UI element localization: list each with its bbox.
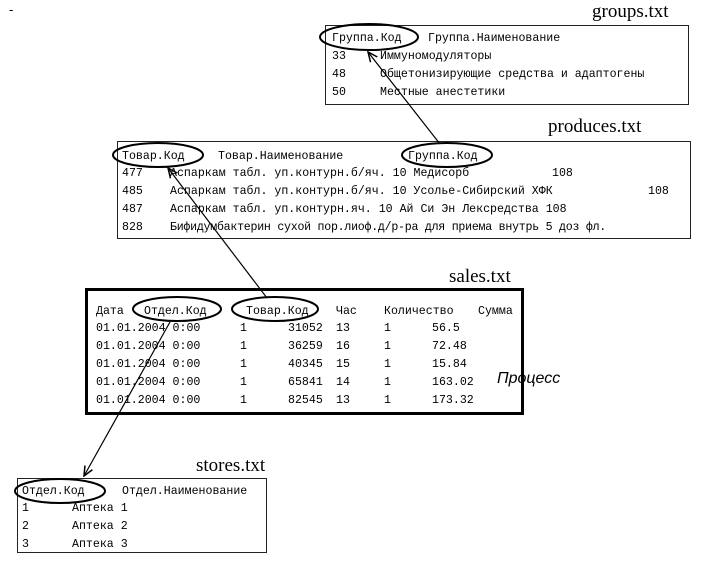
sales-cell-sum: 15.84 [432, 358, 467, 371]
stores-cell-code: 2 [22, 520, 29, 533]
sales-cell-hour: 16 [336, 340, 350, 353]
sales-cell-hour: 14 [336, 376, 350, 389]
sales-cell-date: 01.01.2004 0:00 [96, 394, 201, 407]
groups-cell-code: 50 [332, 86, 346, 99]
sales-cell-qty: 1 [384, 322, 391, 335]
sales-cell-date: 01.01.2004 0:00 [96, 322, 201, 335]
sales-table: Дата Отдел.Код Товар.Код Час Количество … [85, 288, 524, 415]
produces-cell-code: 485 [122, 185, 143, 198]
produces-header-code: Товар.Код [122, 150, 185, 163]
groups-header-name: Группа.Наименование [428, 32, 561, 45]
stores-title: stores.txt [196, 455, 266, 476]
produces-cell-code: 828 [122, 221, 143, 234]
sales-header-qty: Количество [384, 305, 454, 318]
produces-title: produces.txt [548, 116, 642, 137]
produces-cell-code: 487 [122, 203, 143, 216]
sales-cell-sum: 56.5 [432, 322, 460, 335]
groups-header-code: Группа.Код [332, 32, 402, 45]
groups-table: Группа.Код Группа.Наименование 33 Иммуно… [325, 25, 689, 105]
sales-cell-store: 1 [240, 394, 247, 407]
produces-cell-code: 477 [122, 167, 143, 180]
stores-header-code: Отдел.Код [22, 485, 85, 498]
sales-cell-sum: 173.32 [432, 394, 474, 407]
sales-title: sales.txt [449, 266, 511, 287]
stores-table: Отдел.Код Отдел.Наименование 1 Аптека 1 … [17, 478, 267, 553]
sales-cell-store: 1 [240, 340, 247, 353]
sales-cell-product: 40345 [288, 358, 323, 371]
produces-cell-name: Бифидумбактерин сухой пор.лиоф.д/р-ра дл… [170, 221, 606, 234]
produces-cell-name: Аспаркам табл. уп.контурн.яч. 10 Ай Си Э… [170, 203, 567, 216]
stores-header-name: Отдел.Наименование [122, 485, 248, 498]
groups-cell-name: Общетонизирующие средства и адаптогены [380, 68, 645, 81]
sales-cell-store: 1 [240, 322, 247, 335]
stores-cell-code: 3 [22, 538, 29, 551]
sales-cell-product: 31052 [288, 322, 323, 335]
sales-header-product: Товар.Код [246, 305, 309, 318]
sales-header-date: Дата [96, 305, 124, 318]
stores-cell-code: 1 [22, 502, 29, 515]
produces-table: Товар.Код Товар.Наименование Группа.Код … [117, 141, 691, 239]
sales-cell-sum: 163.02 [432, 376, 474, 389]
produces-cell-group: 108 [552, 167, 573, 180]
sales-cell-qty: 1 [384, 376, 391, 389]
sales-cell-product: 65841 [288, 376, 323, 389]
stores-cell-name: Аптека 1 [72, 502, 128, 515]
produces-cell-group: 108 [648, 185, 669, 198]
produces-cell-name: Аспаркам табл. уп.контурн.б/яч. 10 Медис… [170, 167, 470, 180]
corner-mark: - [9, 2, 14, 17]
groups-cell-code: 48 [332, 68, 346, 81]
sales-cell-product: 82545 [288, 394, 323, 407]
groups-cell-name: Иммуномодуляторы [380, 50, 492, 63]
sales-cell-hour: 13 [336, 394, 350, 407]
groups-title: groups.txt [592, 1, 669, 22]
sales-header-hour: Час [336, 305, 357, 318]
process-label: Процесс [497, 370, 561, 387]
sales-cell-date: 01.01.2004 0:00 [96, 340, 201, 353]
sales-cell-hour: 13 [336, 322, 350, 335]
sales-cell-product: 36259 [288, 340, 323, 353]
produces-header-group: Группа.Код [408, 150, 478, 163]
sales-header-store: Отдел.Код [144, 305, 207, 318]
groups-cell-code: 33 [332, 50, 346, 63]
sales-cell-store: 1 [240, 376, 247, 389]
sales-cell-date: 01.01.2004 0:00 [96, 358, 201, 371]
sales-cell-hour: 15 [336, 358, 350, 371]
produces-cell-name: Аспаркам табл. уп.контурн.б/яч. 10 Усоль… [170, 185, 553, 198]
sales-cell-qty: 1 [384, 394, 391, 407]
sales-cell-sum: 72.48 [432, 340, 467, 353]
stores-cell-name: Аптека 3 [72, 538, 128, 551]
sales-header-sum: Сумма [478, 305, 513, 318]
sales-cell-qty: 1 [384, 340, 391, 353]
stores-cell-name: Аптека 2 [72, 520, 128, 533]
groups-cell-name: Местные анестетики [380, 86, 506, 99]
sales-cell-date: 01.01.2004 0:00 [96, 376, 201, 389]
sales-cell-store: 1 [240, 358, 247, 371]
produces-header-name: Товар.Наименование [218, 150, 344, 163]
sales-cell-qty: 1 [384, 358, 391, 371]
